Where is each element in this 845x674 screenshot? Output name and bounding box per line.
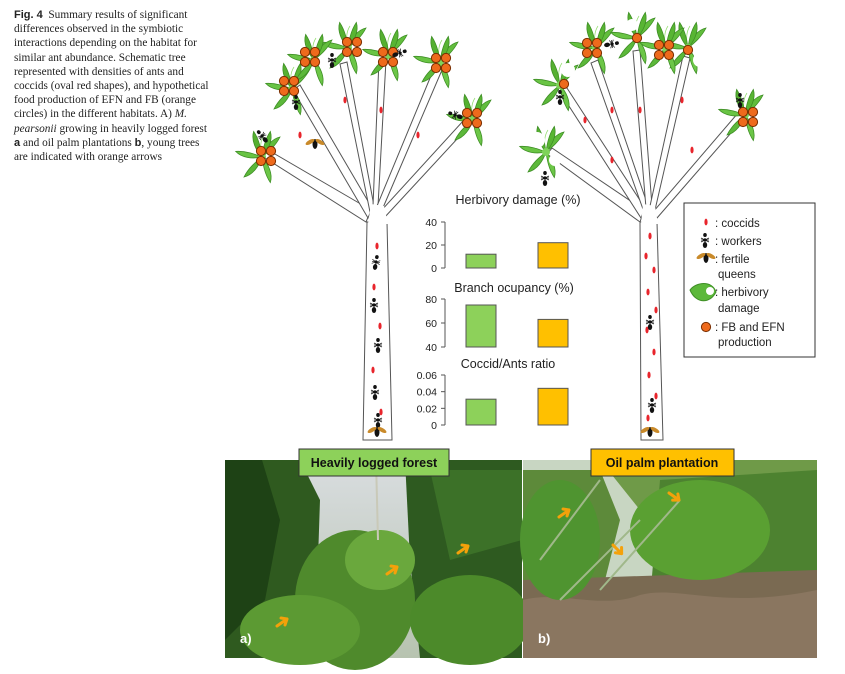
legend-herbivory-swatch (689, 283, 717, 302)
legend: : coccids : workers : fertile queens : h… (683, 202, 816, 358)
chart-1-title: Branch ocupancy (%) (454, 281, 574, 295)
chart-2-bar-1 (537, 387, 569, 426)
chart-1-tick-label-1: 60 (425, 318, 437, 330)
chart-0-tick-label-1: 20 (425, 240, 437, 252)
caption-bold-a: a (14, 136, 21, 149)
caption-text-2: growing in heavily logged forest (56, 122, 207, 135)
chart-2-tick-label-0: 0.06 (417, 370, 438, 382)
legend-queens-2: queens (718, 269, 756, 281)
chart-2-tick-label-3: 0 (431, 420, 437, 432)
photo-plantation: b) (520, 460, 817, 658)
chart-1-tick-label-2: 40 (425, 342, 437, 354)
chart-2-bar-0 (465, 398, 497, 426)
legend-coccids: : coccids (715, 218, 760, 230)
chart-2-tick-label-1: 0.04 (417, 387, 438, 399)
chart-1-bar-0 (465, 304, 497, 348)
legend-fb-2: production (718, 337, 772, 349)
legend-coccid-swatch (704, 218, 708, 226)
badge-forest-label: Heavily logged forest (311, 456, 438, 470)
tree-plantation (519, 11, 764, 441)
badge-plantation-label: Oil palm plantation (606, 456, 719, 470)
legend-herbivory-2: damage (718, 303, 760, 315)
chart-0-bar-0 (465, 253, 497, 269)
photo-label-b: b) (538, 631, 550, 646)
chart-1-tick-label-0: 80 (425, 294, 437, 306)
tree-forest (235, 21, 492, 441)
legend-fb-1: : FB and EFN (715, 322, 785, 334)
chart-2-title: Coccid/Ants ratio (461, 357, 556, 371)
figure-label: Fig. 4 (14, 9, 43, 21)
caption-text-4: , young trees are indicated with orange … (14, 136, 200, 164)
chart-2-tick-label-2: 0.02 (417, 403, 438, 415)
legend-herbivory-1: : herbivory (715, 287, 769, 299)
chart-0-bar-1 (537, 242, 569, 269)
chart-0-tick-label-0: 40 (425, 217, 437, 229)
photo-forest: a) (225, 459, 530, 670)
legend-workers: : workers (715, 236, 762, 248)
caption-text-1: Summary results of significant differenc… (14, 9, 209, 121)
chart-0-tick-label-2: 0 (431, 263, 437, 275)
caption-species: M. pearsonii (14, 108, 187, 135)
badge-plantation (590, 448, 735, 477)
photo-label-a: a) (240, 631, 252, 646)
caption-bold-b: b (134, 136, 142, 149)
caption-text-3: and oil palm plantations (20, 136, 135, 149)
chart-0-title: Herbivory damage (%) (455, 193, 580, 207)
figure-caption: Fig. 4 Summary results of significant di… (14, 8, 210, 164)
legend-queens-1: : fertile (715, 254, 750, 266)
badge-forest (298, 448, 450, 477)
legend-fb-swatch (700, 321, 712, 333)
chart-1-bar-1 (537, 318, 569, 348)
